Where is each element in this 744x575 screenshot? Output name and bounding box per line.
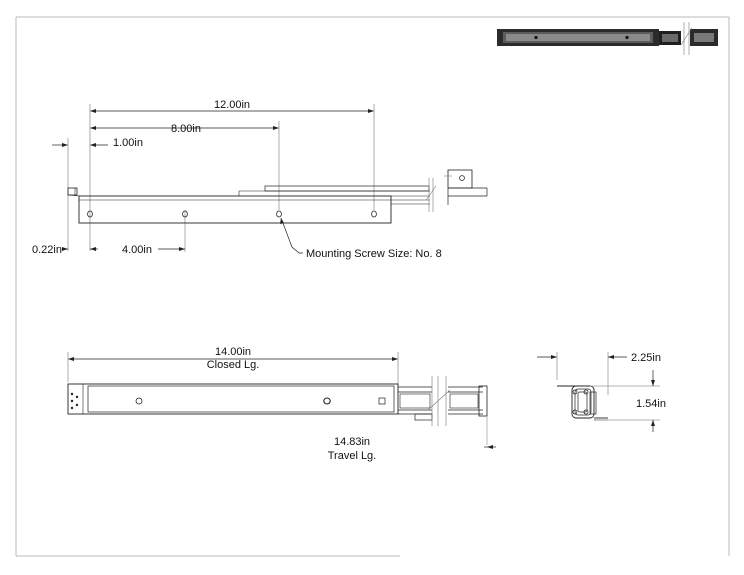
sheet-border — [15, 16, 730, 557]
screw-note-label: Mounting Screw Size: No. 8 — [306, 248, 442, 260]
dim-hole-spacing-label: 4.00in — [122, 244, 152, 256]
dim-hole-spacing: 4.00in — [122, 244, 185, 256]
dim-closed-length: 14.00in Closed Lg. — [67, 346, 399, 384]
dim-profile-width: 2.25in — [537, 352, 661, 395]
slide-side-body — [67, 169, 488, 224]
dim-overall-mount-label: 12.00in — [214, 99, 250, 111]
dim-profile-height: 1.54in — [590, 370, 666, 432]
profile-view: 2.25in 1.54in — [537, 352, 666, 432]
dim-first-hole: 1.00in — [52, 137, 143, 149]
dim-profile-height-label: 1.54in — [636, 398, 666, 410]
side-view: 12.00in 8.00in 1.00in — [32, 99, 488, 260]
dim-mid-mount: 8.00in — [90, 123, 279, 135]
dim-edge-offset: 0.22in — [32, 244, 98, 256]
dim-closed-value: 14.00in — [215, 346, 251, 358]
thumbnail-view — [497, 22, 718, 55]
dim-travel-value: 14.83in — [334, 436, 370, 448]
mounting-hole — [87, 210, 93, 218]
dim-travel-length: 14.83in Travel Lg. — [328, 436, 496, 462]
mounting-hole — [371, 210, 377, 218]
dim-closed-label: Closed Lg. — [207, 359, 260, 371]
dim-overall-mount: 12.00in — [90, 99, 374, 113]
mounting-hole — [276, 210, 282, 218]
bottom-view: 14.00in Closed Lg. — [67, 346, 496, 462]
dim-profile-width-label: 2.25in — [631, 352, 661, 364]
slide-bottom-body — [67, 376, 488, 445]
mounting-hole — [182, 210, 188, 218]
dim-mid-mount-label: 8.00in — [171, 123, 201, 135]
slide-profile — [557, 385, 608, 421]
dim-edge-offset-label: 0.22in — [32, 244, 62, 256]
dim-first-hole-label: 1.00in — [113, 137, 143, 149]
screw-note: Mounting Screw Size: No. 8 — [280, 217, 442, 260]
dim-travel-label: Travel Lg. — [328, 450, 377, 462]
